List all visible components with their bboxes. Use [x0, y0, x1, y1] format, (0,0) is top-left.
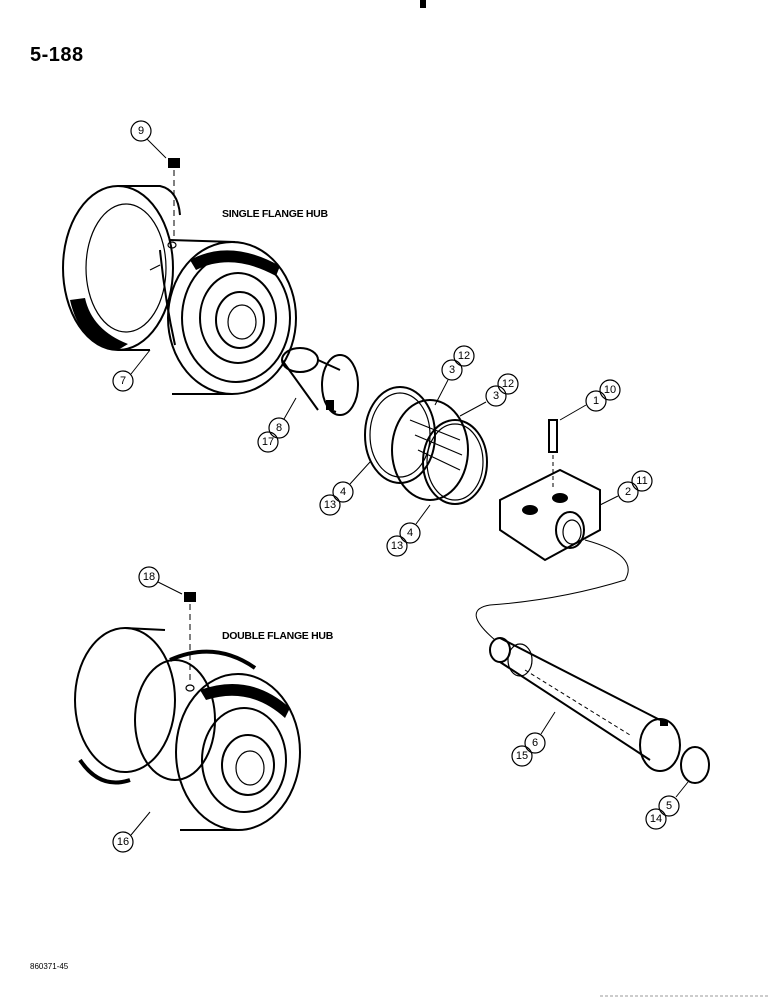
callout-18: 18	[138, 566, 183, 595]
assembly-path-line	[475, 539, 629, 641]
svg-text:3: 3	[493, 390, 499, 402]
svg-text:7: 7	[120, 375, 126, 387]
registration-mark	[420, 0, 426, 8]
callout-10: 10	[599, 379, 621, 401]
document-code: 860371-45	[30, 962, 69, 971]
svg-text:15: 15	[516, 750, 528, 762]
svg-text:4: 4	[340, 486, 346, 498]
double-flange-hub-label: DOUBLE FLANGE HUB	[222, 630, 333, 642]
callout-4a: 4	[332, 461, 371, 503]
svg-text:1: 1	[593, 395, 599, 407]
callout-4b: 4	[399, 504, 431, 544]
callout-17: 17	[257, 431, 279, 453]
callout-11: 11	[631, 470, 653, 492]
svg-text:12: 12	[458, 350, 470, 362]
callout-13a: 13	[319, 494, 341, 516]
single-flange-hub	[62, 185, 297, 395]
callout-3a: 3	[434, 359, 463, 406]
svg-text:3: 3	[449, 364, 455, 376]
svg-text:16: 16	[117, 836, 129, 848]
callout-13b: 13	[386, 535, 408, 557]
svg-text:9: 9	[138, 125, 144, 137]
svg-text:10: 10	[604, 384, 616, 396]
svg-text:12: 12	[502, 378, 514, 390]
callout-5: 5	[658, 781, 689, 817]
plug-9	[168, 158, 180, 240]
svg-text:4: 4	[407, 527, 413, 539]
seal-assembly	[364, 386, 488, 505]
callout-15: 15	[511, 745, 533, 767]
double-flange-hub	[74, 627, 301, 831]
svg-text:13: 13	[391, 540, 403, 552]
callout-2: 2	[599, 481, 639, 506]
plug-18	[184, 592, 196, 684]
callout-16: 16	[112, 811, 151, 853]
bushing-8	[281, 347, 359, 416]
callout-3b: 3	[459, 385, 507, 417]
callout-8: 8	[268, 397, 297, 439]
svg-text:5: 5	[666, 800, 672, 812]
svg-text:17: 17	[262, 436, 274, 448]
callout-9: 9	[130, 120, 167, 159]
o-ring-5	[680, 746, 710, 784]
svg-text:18: 18	[143, 571, 155, 583]
page-number: 5-188	[30, 44, 84, 66]
pin-1	[548, 419, 558, 490]
callout-14: 14	[645, 808, 667, 830]
svg-text:14: 14	[650, 813, 662, 825]
shaft-6	[489, 637, 681, 772]
callout-12b: 12	[497, 373, 519, 395]
svg-text:13: 13	[324, 499, 336, 511]
callout-1: 1	[559, 390, 607, 421]
support-bracket-2	[499, 468, 601, 562]
single-flange-hub-label: SINGLE FLANGE HUB	[222, 208, 328, 220]
svg-text:8: 8	[276, 422, 282, 434]
svg-text:6: 6	[532, 737, 538, 749]
svg-text:11: 11	[636, 475, 647, 487]
callout-7: 7	[112, 349, 151, 392]
callout-6: 6	[524, 711, 556, 754]
callout-12a: 12	[453, 345, 475, 367]
svg-text:2: 2	[625, 486, 631, 498]
